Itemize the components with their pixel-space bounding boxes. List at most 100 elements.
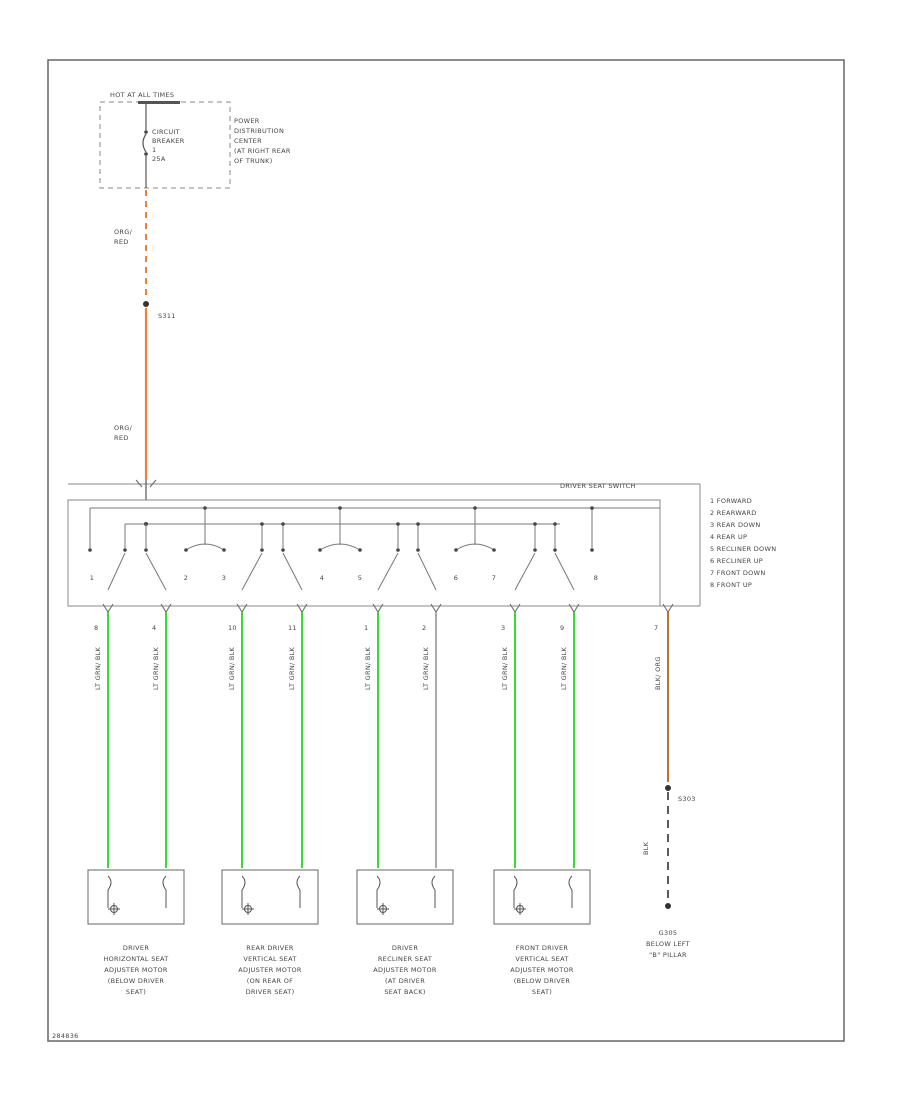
- motor-label-line: ADJUSTER MOTOR: [238, 966, 302, 974]
- legend-item: 3 REAR DOWN: [710, 521, 761, 529]
- wire-mid-color-1: ORG/: [114, 424, 133, 432]
- splice-s311-label: S311: [158, 312, 176, 320]
- wire-mid-color-2: RED: [114, 434, 129, 442]
- legend-item: 5 RECLINER DOWN: [710, 545, 776, 553]
- pin-number: 8: [94, 624, 98, 632]
- pin-number: 2: [422, 624, 426, 632]
- motor-symbol: [377, 903, 389, 915]
- output-wire: 1LT GRN/ BLK: [364, 603, 384, 868]
- motor-label-line: (AT DRIVER: [385, 977, 425, 985]
- splice-s303: [665, 785, 671, 791]
- legend-item: 8 FRONT UP: [710, 581, 752, 589]
- pdc-label-4: (AT RIGHT REAR: [234, 147, 291, 155]
- breaker-label-2: BREAKER: [152, 137, 185, 145]
- switch-title: DRIVER SEAT SWITCH: [560, 482, 636, 490]
- motor-box: [356, 869, 454, 925]
- motor-label-line: DRIVER: [123, 944, 149, 952]
- wire-top-color-1: ORG/: [114, 228, 133, 236]
- motor-label-line: REAR DRIVER: [246, 944, 294, 952]
- wire-top-color-2: RED: [114, 238, 129, 246]
- motor-label-line: FRONT DRIVER: [516, 944, 569, 952]
- pin-connector: [568, 603, 580, 613]
- motors: DRIVER HORIZONTAL SEAT ADJUSTER MOTOR (BELO…: [87, 869, 591, 996]
- splice-s303-label: S303: [678, 795, 696, 803]
- contact-number: 5: [358, 574, 362, 582]
- pin-number: 7: [654, 624, 658, 632]
- legend-item: 2 REARWARD: [710, 509, 757, 517]
- motor-label-line: HORIZONTAL SEAT: [103, 955, 168, 963]
- wire-color-label: LT GRN/ BLK: [228, 646, 236, 690]
- wire-color-label: LT GRN/ BLK: [152, 646, 160, 690]
- motor-label-line: ADJUSTER MOTOR: [510, 966, 574, 974]
- motor-terminal: [568, 875, 573, 908]
- motor-label-line: (BELOW DRIVER: [514, 977, 571, 985]
- wire-color-label: LT GRN/ BLK: [288, 646, 296, 690]
- hot-at-all-times-label: HOT AT ALL TIMES: [110, 91, 174, 99]
- contact-number: 4: [320, 574, 324, 582]
- motor-label-line: RECLINER SEAT: [378, 955, 432, 963]
- pdc-label-5: OF TRUNK): [234, 157, 273, 165]
- power-distribution-box: [99, 101, 231, 189]
- wire-color-label: BLK/ ORG: [654, 656, 662, 690]
- switch-internals: [88, 506, 660, 591]
- legend-item: 6 RECLINER UP: [710, 557, 763, 565]
- output-wire: 2LT GRN/ BLK: [422, 603, 442, 868]
- motor-terminal: [162, 875, 167, 908]
- footer-code: 284836: [52, 1032, 79, 1040]
- motor-terminal: [513, 875, 518, 908]
- pin-number: 11: [288, 624, 297, 632]
- output-wire: 4LT GRN/ BLK: [152, 603, 172, 868]
- pdc-label-3: CENTER: [234, 137, 262, 145]
- pin-connector: [509, 603, 521, 613]
- motor-label-line: ADJUSTER MOTOR: [104, 966, 168, 974]
- contact-number: 3: [222, 574, 226, 582]
- motor-label-line: (BELOW DRIVER: [108, 977, 165, 985]
- motor-label-line: (ON REAR OF: [247, 977, 293, 985]
- bus-bar: [138, 101, 180, 104]
- motor-symbol: [242, 903, 254, 915]
- motor-box: [87, 869, 185, 925]
- breaker-number: 1: [152, 146, 156, 154]
- pdc-label-1: POWER: [234, 117, 260, 125]
- ground-wire-color: BLK: [642, 841, 650, 855]
- pin-connector: [662, 603, 674, 613]
- seat-motor: DRIVER HORIZONTAL SEAT ADJUSTER MOTOR (BELO…: [87, 869, 185, 996]
- motor-label-line: DRIVER: [392, 944, 418, 952]
- motor-symbol: [514, 903, 526, 915]
- contact-number: 2: [184, 574, 188, 582]
- pdc-label-2: DISTRIBUTION: [234, 127, 284, 135]
- wire-color-label: LT GRN/ BLK: [501, 646, 509, 690]
- contact-number: 1: [90, 574, 94, 582]
- ground-label: G305: [659, 929, 678, 937]
- contact-number: 6: [454, 574, 458, 582]
- motor-label-line: SEAT BACK): [384, 988, 425, 996]
- pin-connector: [160, 603, 172, 613]
- motor-label-line: SEAT): [126, 988, 146, 996]
- diagram-frame: [47, 59, 845, 1042]
- breaker-terminal-top: [144, 130, 148, 134]
- pin-number: 10: [228, 624, 237, 632]
- pin-connector: [102, 603, 114, 613]
- motor-label-line: VERTICAL SEAT: [515, 955, 568, 963]
- contact-number: 7: [492, 574, 496, 582]
- pin-number: 3: [501, 624, 505, 632]
- motor-label-line: SEAT): [532, 988, 552, 996]
- motor-label-line: DRIVER SEAT): [246, 988, 295, 996]
- splice-s311: [143, 301, 149, 307]
- output-wire: 10 LT GRN/ BLK: [228, 603, 248, 868]
- circuit-breaker-icon: [142, 133, 147, 153]
- motor-terminal: [296, 875, 301, 908]
- ground-g305-icon: [665, 903, 671, 909]
- motor-terminal: [376, 875, 381, 908]
- legend-item: 1 FORWARD: [710, 497, 752, 505]
- motor-terminal: [431, 875, 436, 908]
- pin-connector: [296, 603, 308, 613]
- switch-legend: 1 FORWARD 2 REARWARD 3 REAR DOWN 4 REAR …: [710, 497, 776, 589]
- breaker-terminal-bottom: [144, 152, 148, 156]
- wire-color-label: LT GRN/ BLK: [94, 646, 102, 690]
- motor-terminal: [107, 875, 112, 908]
- output-wire: 8 LT GRN/ BLK: [94, 603, 114, 868]
